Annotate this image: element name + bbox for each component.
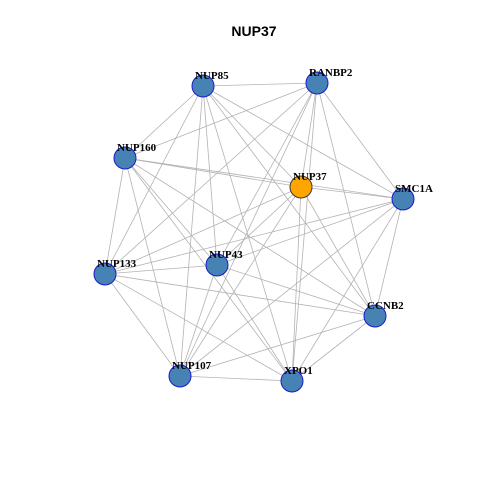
edge-nup37-ccnb2 (300, 186, 376, 317)
node-label-nup160: NUP160 (117, 142, 157, 154)
edge-nup85-ranbp2 (202, 82, 318, 87)
node-nup133[interactable] (93, 262, 117, 286)
edge-nup160-smc1a (124, 157, 404, 200)
edge-nup160-nup133 (104, 157, 126, 275)
edge-nup43-nup107 (179, 264, 218, 377)
node-label-nup107: NUP107 (172, 360, 212, 372)
node-ranbp2[interactable] (305, 71, 329, 95)
node-label-ranbp2: RANBP2 (309, 67, 353, 79)
edge-ranbp2-nup133 (104, 82, 318, 275)
edge-nup133-ccnb2 (104, 273, 376, 317)
node-label-nup43: NUP43 (209, 249, 243, 261)
node-label-xpo1: XPO1 (284, 365, 313, 377)
edge-smc1a-nup133 (104, 198, 404, 275)
edge-ranbp2-smc1a (316, 82, 404, 200)
edge-nup85-smc1a (202, 85, 404, 200)
node-nup85[interactable] (191, 74, 215, 98)
edge-ranbp2-nup43 (216, 82, 318, 266)
edge-nup37-nup107 (179, 186, 302, 377)
edge-smc1a-xpo1 (291, 198, 404, 382)
edge-nup160-nup107 (124, 157, 181, 377)
edge-ccnb2-nup107 (179, 315, 376, 377)
node-label-nup133: NUP133 (97, 258, 137, 270)
edge-ranbp2-ccnb2 (316, 82, 376, 317)
diagram-title: NUP37 (231, 23, 276, 39)
edge-nup107-xpo1 (179, 375, 293, 382)
edge-nup37-nup133 (104, 186, 302, 275)
edge-nup85-xpo1 (202, 85, 293, 382)
edge-nup43-ccnb2 (216, 264, 376, 317)
edge-smc1a-nup107 (179, 198, 404, 377)
node-nup43[interactable] (205, 253, 229, 277)
edge-nup85-nup133 (104, 85, 204, 275)
node-nup107[interactable] (168, 364, 192, 388)
edge-nup160-nup37 (124, 157, 302, 188)
node-label-nup85: NUP85 (195, 70, 229, 82)
edge-ranbp2-nup160 (124, 82, 318, 159)
edge-nup133-nup107 (104, 273, 181, 377)
edge-nup85-nup37 (202, 85, 302, 188)
edge-ranbp2-xpo1 (291, 82, 318, 382)
edge-nup160-nup43 (124, 157, 218, 266)
node-label-smc1a: SMC1A (395, 183, 433, 195)
node-smc1a[interactable] (391, 187, 415, 211)
node-ccnb2[interactable] (363, 304, 387, 328)
edge-smc1a-ccnb2 (374, 198, 404, 317)
edge-nup85-nup160 (124, 85, 204, 159)
node-label-nup37: NUP37 (293, 171, 327, 183)
edge-ccnb2-xpo1 (291, 315, 376, 382)
edge-nup43-xpo1 (216, 264, 293, 382)
edge-nup85-nup107 (179, 85, 204, 377)
edge-nup133-nup43 (104, 264, 218, 275)
node-nup37[interactable] (289, 175, 313, 199)
edge-nup85-nup43 (202, 85, 218, 266)
edge-smc1a-nup43 (216, 198, 404, 266)
edge-nup37-nup43 (216, 186, 302, 266)
edge-nup85-ccnb2 (202, 85, 376, 317)
edge-nup133-xpo1 (104, 273, 293, 382)
node-layer (93, 71, 415, 393)
edge-nup37-smc1a (300, 186, 404, 200)
edge-layer (104, 82, 404, 382)
node-label-ccnb2: CCNB2 (367, 300, 404, 312)
edge-ranbp2-nup37 (300, 82, 318, 188)
edge-nup160-ccnb2 (124, 157, 376, 317)
edge-ranbp2-nup107 (179, 82, 318, 377)
node-nup160[interactable] (113, 146, 137, 170)
node-xpo1[interactable] (280, 369, 304, 393)
